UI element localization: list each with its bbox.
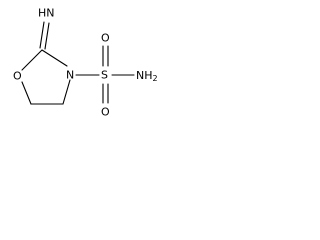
imine-nh-label: HN: [38, 7, 55, 20]
bond-c2-n3: [41, 49, 68, 67]
bonds: [21, 21, 135, 105]
structure-diagram: HN O N S O O NH2: [0, 0, 172, 127]
sulfonyl-oxygen-bottom-label: O: [101, 106, 110, 119]
amine-nh-text: NH: [136, 69, 153, 82]
bond-c2-o1: [21, 49, 43, 71]
amine-subscript: 2: [153, 74, 158, 83]
sulfonyl-oxygen-top-label: O: [101, 32, 110, 45]
ring-oxygen-label: O: [13, 70, 22, 83]
ring-nitrogen-label: N: [66, 69, 74, 82]
bond-c4-n3: [62, 79, 71, 105]
bond-imine-double-1: [39, 21, 45, 49]
amine-nh2-label: NH2: [136, 69, 158, 83]
sulfur-label: S: [101, 69, 108, 82]
atom-labels: HN O N S O O NH2: [13, 7, 158, 119]
bond-imine-double-2: [44, 22, 50, 50]
structure-svg: HN O N S O O NH2: [13, 7, 158, 119]
bond-o1-c5: [21, 81, 32, 105]
